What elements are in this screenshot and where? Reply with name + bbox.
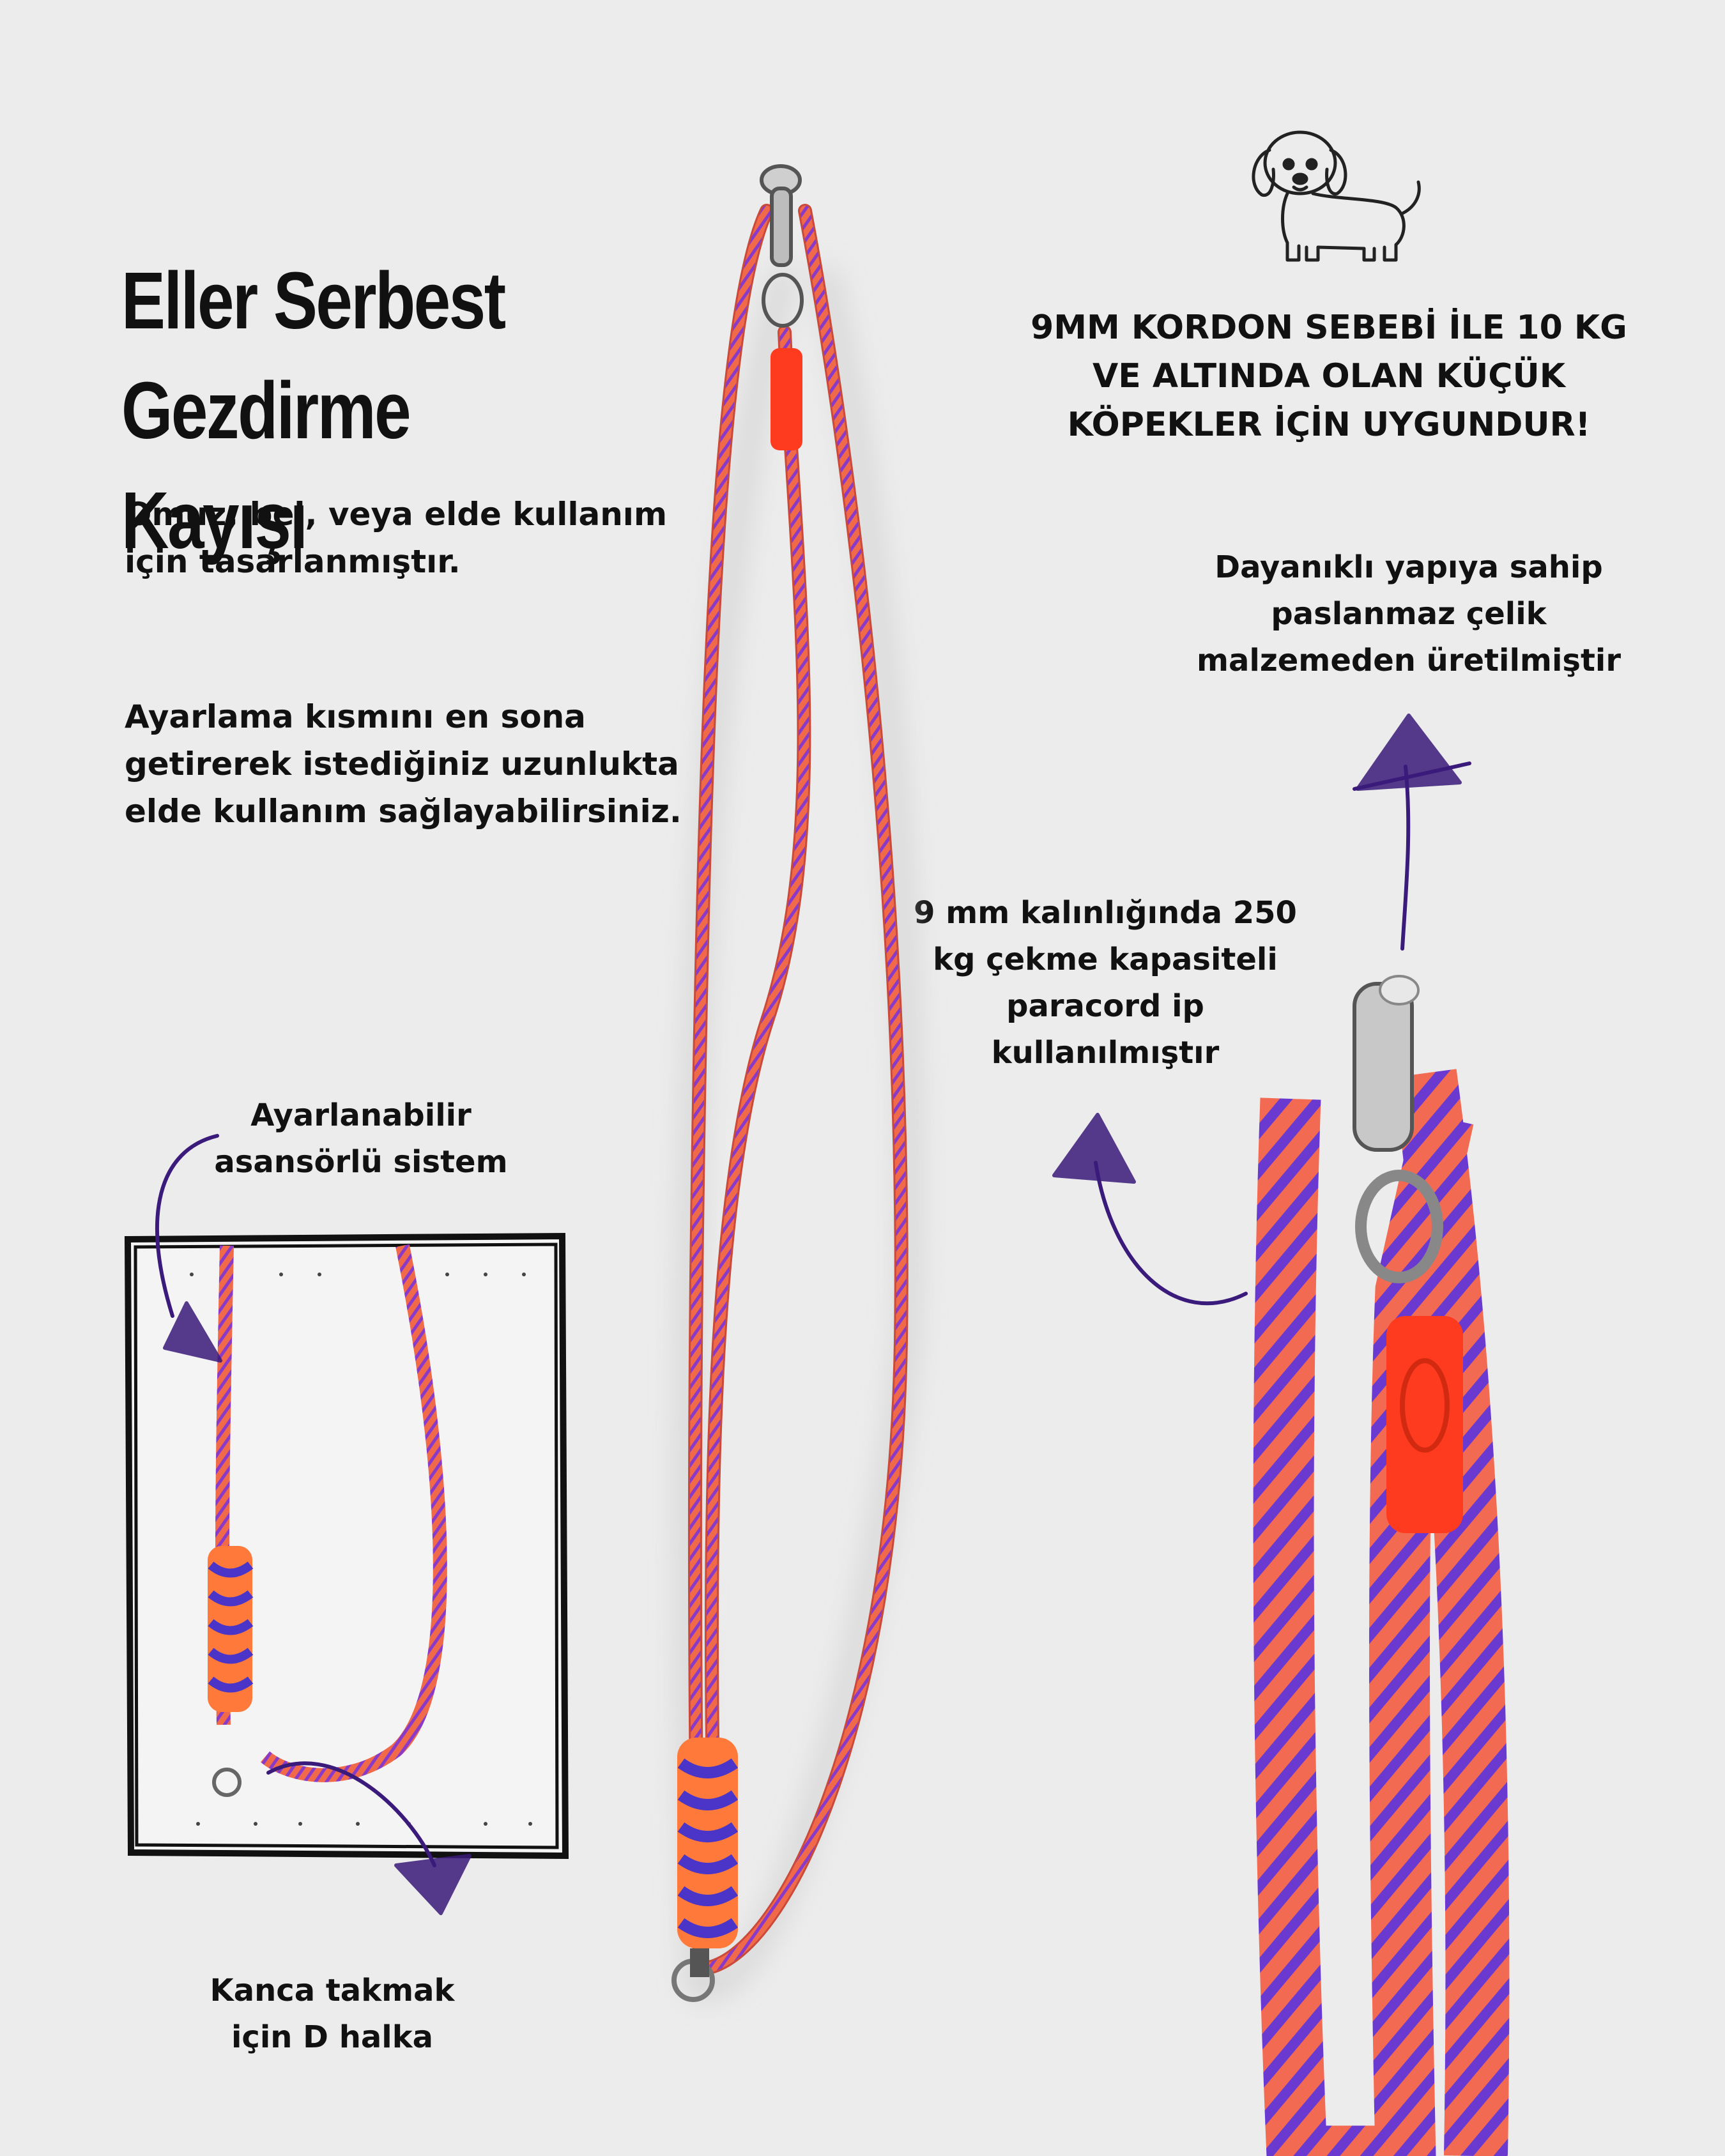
usage-line-2: için tasarlanmıştır. [125,543,461,580]
snap-hook-photo [1253,975,1510,2156]
steel-note-line-1: Dayanıklı yapıya sahip [1215,549,1603,585]
weight-note: 9MM KORDON SEBEBİ İLE 10 KG VE ALTINDA O… [1029,303,1629,449]
cord-note-line-4: kullanılmıştır [991,1035,1220,1071]
adjust-line-2: getirerek istediğiniz uzunlukta [125,745,679,783]
page-title: Eller Serbest Gezdirme Kayışı [121,246,593,576]
title-line-1: Eller Serbest [121,256,506,346]
cord-note-line-2: kg çekme kapasiteli [933,942,1278,977]
steel-note-line-2: paslanmaz çelik [1271,596,1547,632]
title-line-2: Gezdirme Kayışı [121,365,411,565]
weight-note-line-2: VE ALTINDA OLAN KÜÇÜK [1092,357,1565,395]
cord-note-line-3: paracord ip [1006,988,1204,1024]
usage-text: Omuz, bel, veya elde kullanım için tasar… [125,491,700,585]
dring-note: Kanca takmak için D halka [192,1968,473,2061]
adjust-text: Ayarlama kısmını en sona getirerek isted… [125,693,700,835]
adjustable-note-line-2: asansörlü sistem [214,1144,508,1180]
adjust-line-1: Ayarlama kısmını en sona [125,698,586,735]
adjustable-note-line-1: Ayarlanabilir [250,1097,471,1133]
adjust-line-3: elde kullanım sağlayabilirsiniz. [125,793,682,830]
cord-note-line-1: 9 mm kalınlığında 250 [914,895,1297,931]
leash-cord [687,204,908,1975]
cord-note: 9 mm kalınlığında 250 kg çekme kapasitel… [894,890,1316,1076]
dog-icon [1252,130,1421,262]
weight-note-line-3: KÖPEKLER İÇİN UYGUNDUR! [1067,406,1591,444]
usage-line-1: Omuz, bel, veya elde kullanım [125,496,668,533]
top-hook [760,164,804,328]
arrow-icon [155,714,1471,1915]
steel-note-line-3: malzemeden üretilmiştir [1196,643,1621,678]
inset-frame [124,1232,569,1860]
knot-section [671,1738,739,2002]
photo-stopper [1386,1316,1463,1533]
top-stopper [770,348,802,450]
steel-note: Dayanıklı yapıya sahip paslanmaz çelik m… [1176,544,1642,684]
adjustable-note: Ayarlanabilir asansörlü sistem [204,1092,518,1186]
weight-note-line-1: 9MM KORDON SEBEBİ İLE 10 KG [1031,309,1627,347]
dring-note-line-2: için D halka [231,2019,434,2055]
dring-note-line-1: Kanca takmak [210,1973,455,2008]
